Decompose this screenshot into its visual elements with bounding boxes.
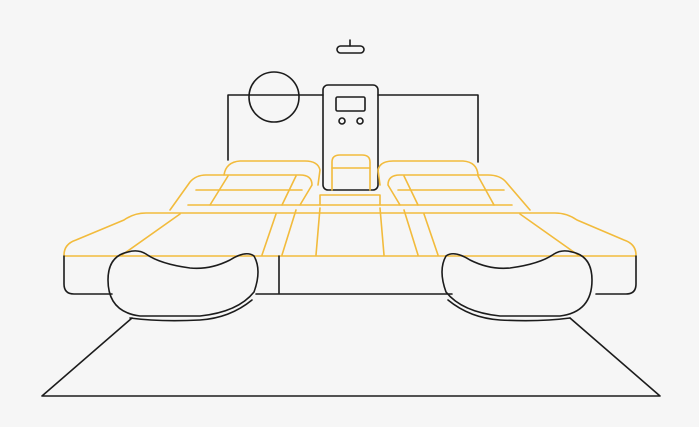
console-knob-left (338, 117, 346, 125)
round-wall-panel (248, 71, 300, 123)
control-console-icon (322, 84, 379, 191)
ceiling-light-icon (336, 39, 365, 54)
back-cushions (223, 154, 479, 191)
front-seat-tier (63, 207, 637, 257)
headboard-panel (227, 94, 479, 163)
console-screen (335, 96, 366, 112)
right-pod (441, 250, 593, 322)
floor-rug (41, 317, 661, 397)
bed-base (63, 255, 637, 295)
middle-seat-tier (169, 174, 531, 211)
left-pod (107, 250, 259, 322)
console-knob-right (356, 117, 364, 125)
